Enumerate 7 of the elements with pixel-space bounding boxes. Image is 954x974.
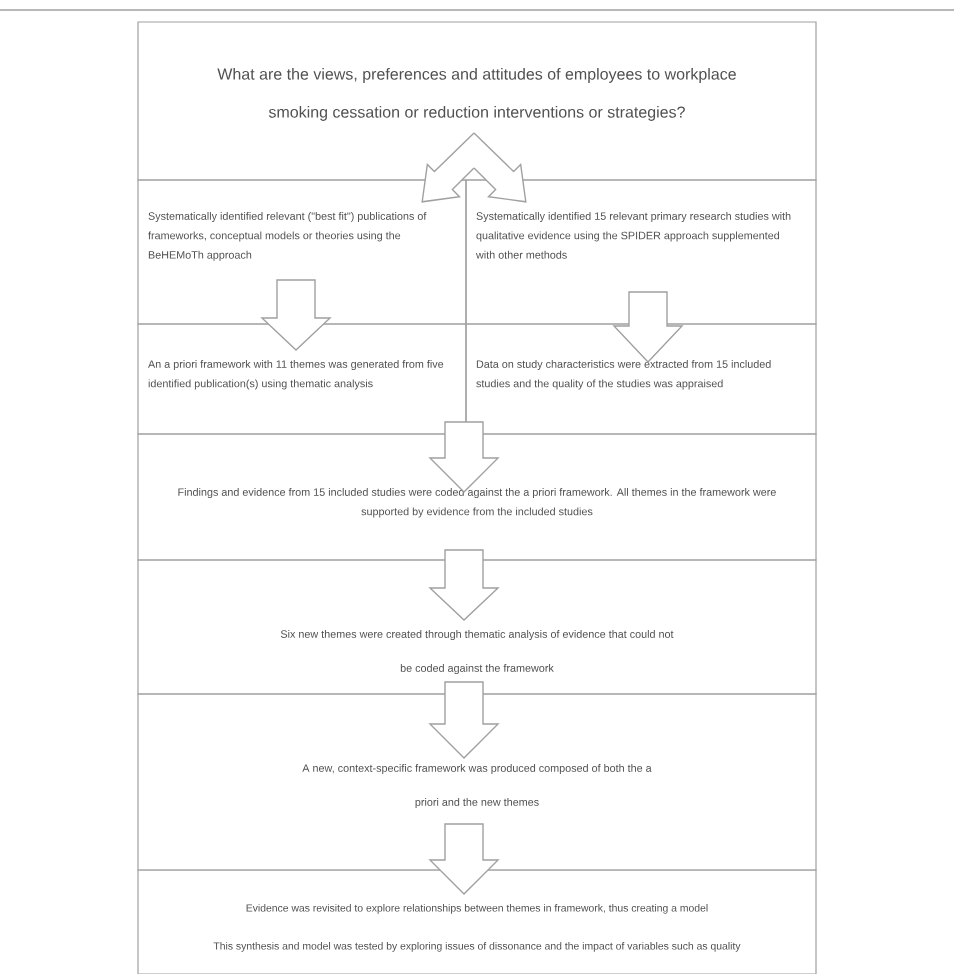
down-arrow [612, 291, 684, 363]
down-arrow [428, 823, 500, 895]
down-arrow [428, 681, 500, 759]
down-arrow [428, 549, 500, 621]
down-arrow [260, 279, 332, 351]
merge-arrow [428, 421, 500, 493]
text-box: What are the views, preferences and attitudes of employees to workplace smoking cessation or reduction interventions or strategies? [137, 21, 817, 181]
